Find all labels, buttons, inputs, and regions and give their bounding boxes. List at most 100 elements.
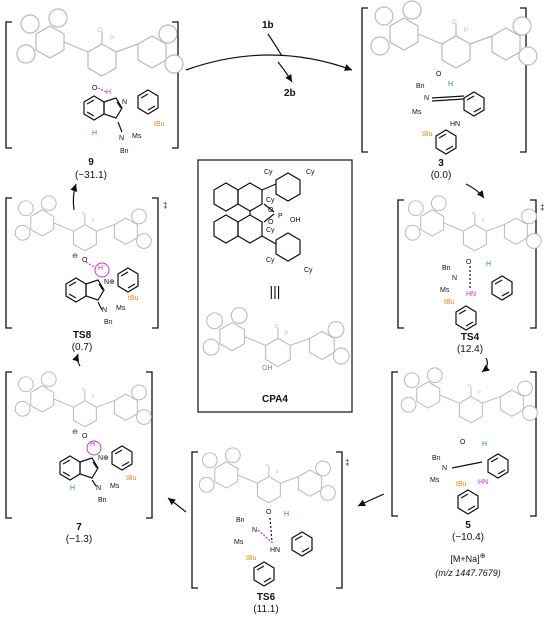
energy-7: (−1.3): [66, 534, 92, 545]
atom-tbu: tBu: [154, 121, 165, 128]
energy-3: (0.0): [431, 170, 452, 181]
label-5: 5: [465, 520, 471, 531]
atom-o-minus: ⊖: [72, 253, 78, 260]
atom-ms: Ms: [412, 109, 422, 116]
atom-tbu: tBu: [456, 481, 467, 488]
ms-mz: (m/z 1447.7679): [435, 568, 501, 578]
atom-n: N: [424, 95, 429, 102]
atom-h-blue: H: [448, 81, 453, 88]
atom-bn: Bn: [120, 148, 129, 155]
energy-ts4: (12.4): [457, 344, 483, 355]
arrow-9-to-3: [185, 54, 353, 71]
atom-o: O: [92, 85, 98, 92]
atom-n-plus: N⊕: [104, 279, 115, 286]
atom-h-blue: H: [482, 441, 487, 448]
structure-5: O H Bn N Ms HN tBu: [400, 367, 538, 515]
atom-hn: HN: [270, 547, 280, 554]
label-7: 7: [76, 522, 82, 533]
atom-tbu: tBu: [128, 295, 139, 302]
cat-o-1: O: [268, 207, 274, 214]
atom-n: N: [452, 275, 457, 282]
atom-o: O: [436, 71, 442, 78]
arrow-7-to-ts8: [72, 353, 81, 367]
atom-bn: Bn: [98, 497, 107, 504]
structure-3: O H Bn N Ms HN tBu: [370, 0, 538, 155]
atom-n: N: [252, 527, 257, 534]
atom-o-minus: ⊖: [72, 429, 78, 436]
label-3: 3: [438, 158, 444, 169]
catalyst-gray-model: [202, 307, 350, 368]
atom-h-blue: H: [70, 485, 75, 492]
cat-o-2: O: [268, 219, 274, 226]
energy-ts6: (11.1): [253, 604, 278, 615]
atom-ms: Ms: [234, 539, 244, 546]
cat-cy-4: Cy: [266, 227, 275, 234]
catalyst-binol-structure: [213, 172, 301, 262]
atom-n2: N: [119, 135, 124, 142]
ts-mark-ts6: ‡: [345, 458, 349, 467]
atom-o: O: [466, 259, 472, 266]
atom-o: O: [266, 509, 272, 516]
atom-bn: Bn: [416, 83, 425, 90]
atom-bn: Bn: [442, 265, 451, 272]
structure-9: N O H N Ms Bn H tBu: [16, 8, 184, 155]
arrow-ts6-to-7: [167, 497, 187, 513]
cat-cy-3: Cy: [266, 197, 275, 204]
cat-cy-5: Cy: [266, 257, 275, 264]
atom-n: N: [102, 307, 107, 314]
cat-oh: OH: [290, 217, 301, 224]
label-ts6: TS6: [257, 592, 276, 603]
catalyst-name: CPA4: [262, 394, 288, 405]
arrow-1b-in: [267, 33, 283, 57]
atom-ms: Ms: [116, 305, 126, 312]
arrow-5-to-ts6: [357, 493, 385, 507]
ms-ion: [M+Na]⊕: [450, 553, 485, 564]
label-ts4: TS4: [461, 332, 480, 343]
atom-o: O: [82, 257, 88, 264]
atom-o: O: [82, 433, 88, 440]
energy-9: (−31.1): [75, 170, 107, 181]
atom-tbu: tBu: [444, 299, 455, 306]
atom-n: N: [96, 485, 101, 492]
atom-n: N: [442, 465, 447, 472]
atom-hn: HN: [450, 121, 460, 128]
catalyst-box: [197, 159, 353, 413]
reagent-in: 1b: [262, 20, 274, 31]
arrow-2b-out: [277, 61, 293, 83]
ts-mark-ts4: ‡: [540, 203, 544, 212]
ts-mark-ts8: ‡: [163, 201, 167, 210]
label-ts8: TS8: [73, 330, 92, 341]
structure-7: ⊖ O H N⊕ H N Ms Bn tBu: [14, 371, 152, 504]
cat-p: P: [278, 213, 283, 220]
atom-bn: Bn: [104, 319, 113, 326]
cat-model-oh: OH: [262, 365, 273, 372]
catalyst-equiv: |||: [270, 283, 281, 299]
atom-n: N: [122, 99, 127, 106]
structure-ts6: O H Bn N Ms HN tBu: [198, 447, 336, 587]
atom-n-plus: N⊕: [98, 455, 109, 462]
atom-tbu: tBu: [422, 131, 433, 138]
atom-hn: HN: [466, 291, 476, 298]
atom-ms: Ms: [430, 477, 440, 484]
cat-cy-2: Cy: [306, 169, 315, 176]
arrow-ts4-to-5: [481, 357, 490, 373]
atom-h-blue: H: [284, 511, 289, 518]
cat-cy-1: Cy: [264, 169, 273, 176]
cat-cy-6: Cy: [304, 267, 313, 274]
atom-bn: Bn: [432, 455, 441, 462]
atom-tbu: tBu: [126, 475, 137, 482]
atom-h-magenta: H: [106, 89, 111, 96]
arrow-3-to-ts4: [465, 183, 485, 199]
arrow-ts8-to-9: [70, 183, 78, 211]
reagent-out: 2b: [284, 88, 296, 99]
structure-ts8: ⊖ O H N⊕ N Ms Bn tBu: [14, 195, 152, 326]
structure-ts4: O H Bn N Ms HN tBu: [404, 195, 542, 331]
label-9: 9: [88, 157, 94, 168]
atom-h-blue: H: [92, 130, 97, 137]
atom-bn: Bn: [236, 517, 245, 524]
atom-hn: HN: [478, 479, 488, 486]
atom-o: O: [460, 439, 466, 446]
atom-ms: Ms: [440, 287, 450, 294]
atom-tbu: tBu: [246, 555, 257, 562]
atom-h-magenta: H: [98, 265, 103, 272]
